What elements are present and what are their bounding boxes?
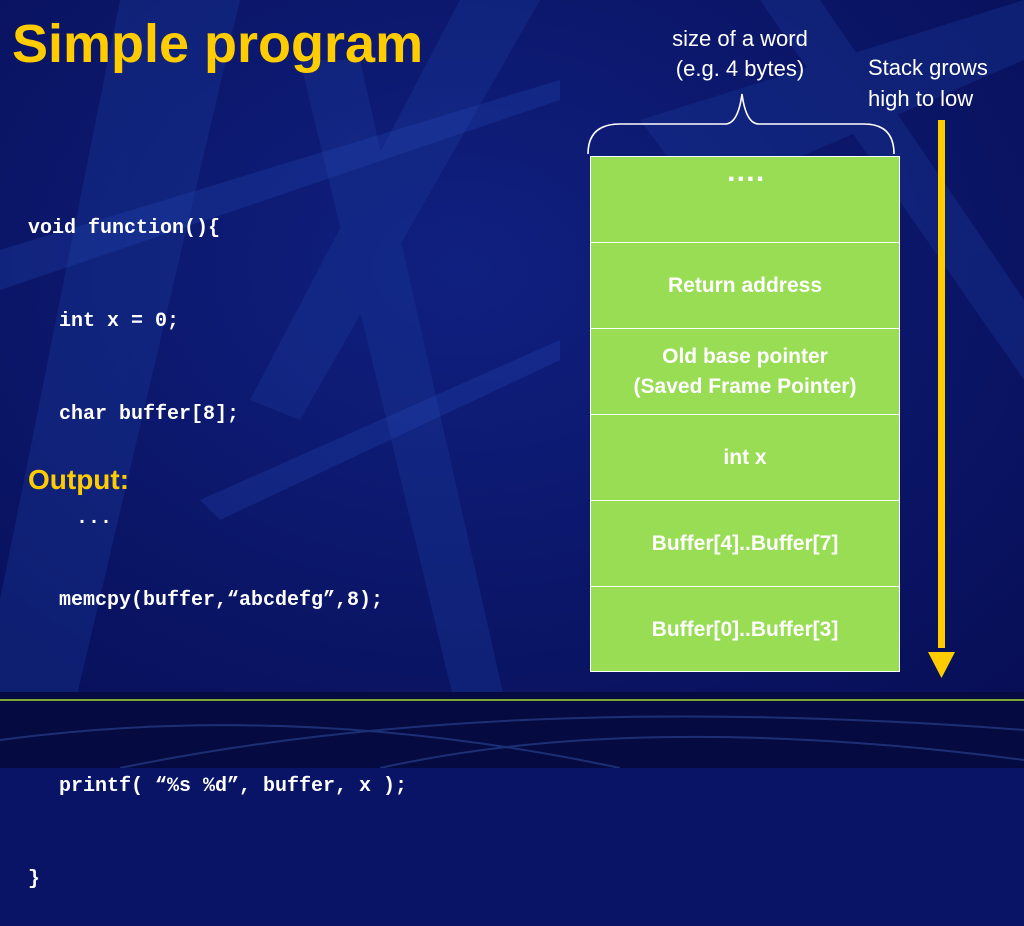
stack-cell-label: (Saved Frame Pointer) xyxy=(633,374,857,398)
output-label: Output: xyxy=(28,464,130,495)
code-line: } xyxy=(28,868,41,891)
stack-cell-return-address: Return address xyxy=(591,243,899,329)
stack-cell-label: …. xyxy=(725,155,765,188)
word-width-brace xyxy=(587,93,895,155)
stack-direction-arrow xyxy=(928,120,955,678)
stack-cell-ellipsis: …. xyxy=(591,157,899,243)
stack-direction-line: high to low xyxy=(868,86,974,111)
word-size-line: size of a word xyxy=(672,26,808,51)
word-size-line: (e.g. 4 bytes) xyxy=(675,56,805,81)
slide-title: Simple program xyxy=(12,14,424,74)
stack-frame: …. Return address Old base pointer (Save… xyxy=(590,156,900,672)
stack-direction-note: Stack grows high to low xyxy=(868,52,1018,114)
code-line xyxy=(28,678,407,709)
stack-cell-int-x: int x xyxy=(591,415,899,501)
word-size-note: size of a word (e.g. 4 bytes) xyxy=(640,24,840,84)
stack-cell-buffer-high: Buffer[4]..Buffer[7] xyxy=(591,501,899,587)
output-value: ... xyxy=(76,507,113,530)
code-line: void function(){ xyxy=(28,217,221,240)
stack-cell-label: Return address xyxy=(667,273,823,297)
stack-cell-old-base-pointer: Old base pointer (Saved Frame Pointer) xyxy=(591,329,899,415)
stack-cell-label: Buffer[0]..Buffer[3] xyxy=(651,617,839,641)
code-line: int x = 0; xyxy=(59,310,180,333)
code-line: memcpy(buffer,“abcdefg”,8); xyxy=(59,589,384,612)
stack-cell-label: Buffer[4]..Buffer[7] xyxy=(651,531,839,555)
stack-cell-label: int x xyxy=(723,445,767,469)
code-line: char buffer[8]; xyxy=(59,403,240,426)
code-line: printf( “%s %d”, buffer, x ); xyxy=(59,775,408,798)
stack-direction-line: Stack grows xyxy=(868,55,988,80)
code-block: void function(){ int x = 0; char buffer[… xyxy=(28,151,407,926)
stack-cell-label: Old base pointer xyxy=(662,344,828,368)
stack-cell-buffer-low: Buffer[0]..Buffer[3] xyxy=(591,587,899,672)
